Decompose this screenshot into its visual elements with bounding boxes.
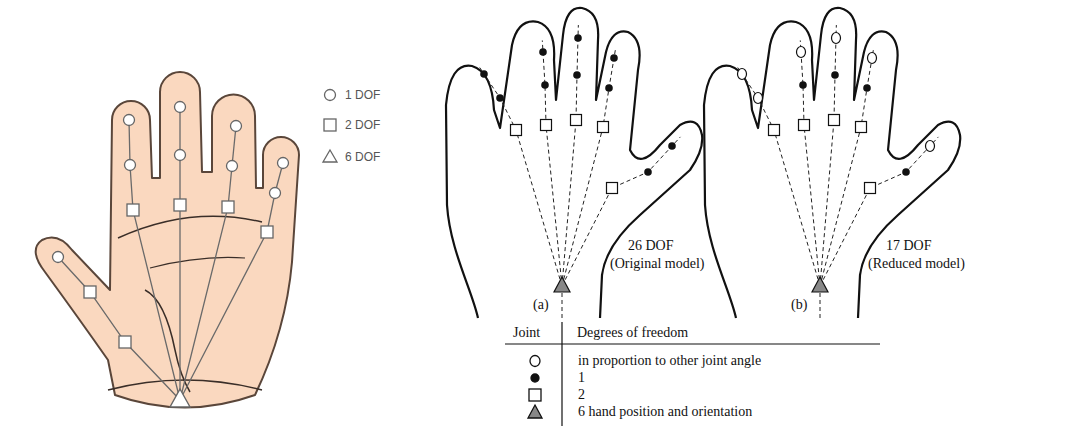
joint-model [831,71,839,79]
colored-hand [145,290,190,392]
joint-graph [170,389,190,407]
table-rules [561,322,562,426]
colored-hand [36,72,299,408]
table-cell: 6 hand position and orientation [578,404,752,420]
joint-model [541,120,552,131]
joint-model [562,48,616,287]
joint-model [829,115,840,126]
joint-model [820,48,874,287]
joint-model [820,25,836,286]
joint-model [800,40,820,286]
joint-model [644,168,652,176]
joint-graph [180,163,283,400]
legend-symbols [325,90,336,101]
legend-text: 1 DOF [345,87,380,103]
joint-model [480,70,488,78]
hand-outline-b [704,8,960,318]
colored-hand [36,72,299,408]
joint-model [868,53,877,64]
joint-model [478,66,562,286]
joint-graph [53,102,289,408]
table-symbols [528,356,542,419]
legend-symbols [323,150,337,162]
joint-model [797,47,806,58]
legend-text: 6 DOF [345,149,380,165]
joint-model [554,277,570,292]
table-header: Joint [513,325,540,341]
table-cell: 2 [578,387,585,403]
table-symbols [528,405,542,418]
joint-graph [119,336,131,348]
table-cell: 1 [578,370,585,386]
legend-symbols [323,90,337,163]
joint-model [799,120,810,131]
table-header: Degrees of freedom [577,325,688,341]
joint-graph [124,115,135,126]
legend-symbols [324,119,336,131]
joint-model [812,277,828,292]
model-caption: (Original model) [610,256,704,272]
legend-text: 2 DOF [345,117,380,133]
joint-model [541,81,549,89]
joint-model [605,84,613,92]
colored-hand [150,257,245,268]
joint-model [571,115,582,126]
joint-model [562,25,578,286]
joint-model [478,25,680,318]
table-rules [505,322,880,426]
joint-model [496,94,504,102]
hand-outline-a [446,8,702,318]
joint-graph [222,201,234,213]
joint-model [865,183,876,194]
joint-graph [125,160,136,171]
joint-graph [227,161,238,172]
joint-graph [175,102,186,113]
panel-label: (b) [791,297,807,313]
joint-graph [261,226,273,238]
joint-model [539,48,547,56]
joint-graph [174,199,186,211]
joint-graph [231,121,242,132]
joint-graph [127,204,139,216]
table-rules [505,343,880,344]
joint-model [573,71,581,79]
model-caption: (Reduced model) [868,256,965,272]
joint-graph [270,188,281,199]
joint-model [736,25,938,318]
joint-model [832,33,841,44]
joint-model [754,93,763,104]
joint-model [511,125,522,136]
joint-model [769,125,780,136]
panel-label: (a) [533,297,549,313]
joint-model [598,122,609,133]
table-symbols [531,374,539,382]
joint-model [736,66,820,286]
joint-model [610,54,618,62]
joint-graph [53,252,64,263]
hand-outline-a [446,8,702,318]
hand-outline-b [704,8,960,318]
table-symbols [530,356,540,367]
joint-model [574,34,582,42]
joint-graph [129,120,180,400]
joint-graph [278,158,289,169]
joint-graph [84,286,96,298]
table-cell: in proportion to other joint angle [578,353,761,369]
model-caption: 26 DOF [628,238,674,254]
table-symbols [529,389,541,401]
joint-model [738,69,747,80]
joint-model [856,122,867,133]
joint-model [799,81,807,89]
joint-model [902,168,910,176]
joint-model [926,141,935,152]
joint-model [607,183,618,194]
joint-model [668,142,676,150]
joint-model [542,40,562,286]
joint-graph [478,25,938,318]
joint-model [863,84,871,92]
joint-graph [175,150,186,161]
model-caption: 17 DOF [886,238,932,254]
